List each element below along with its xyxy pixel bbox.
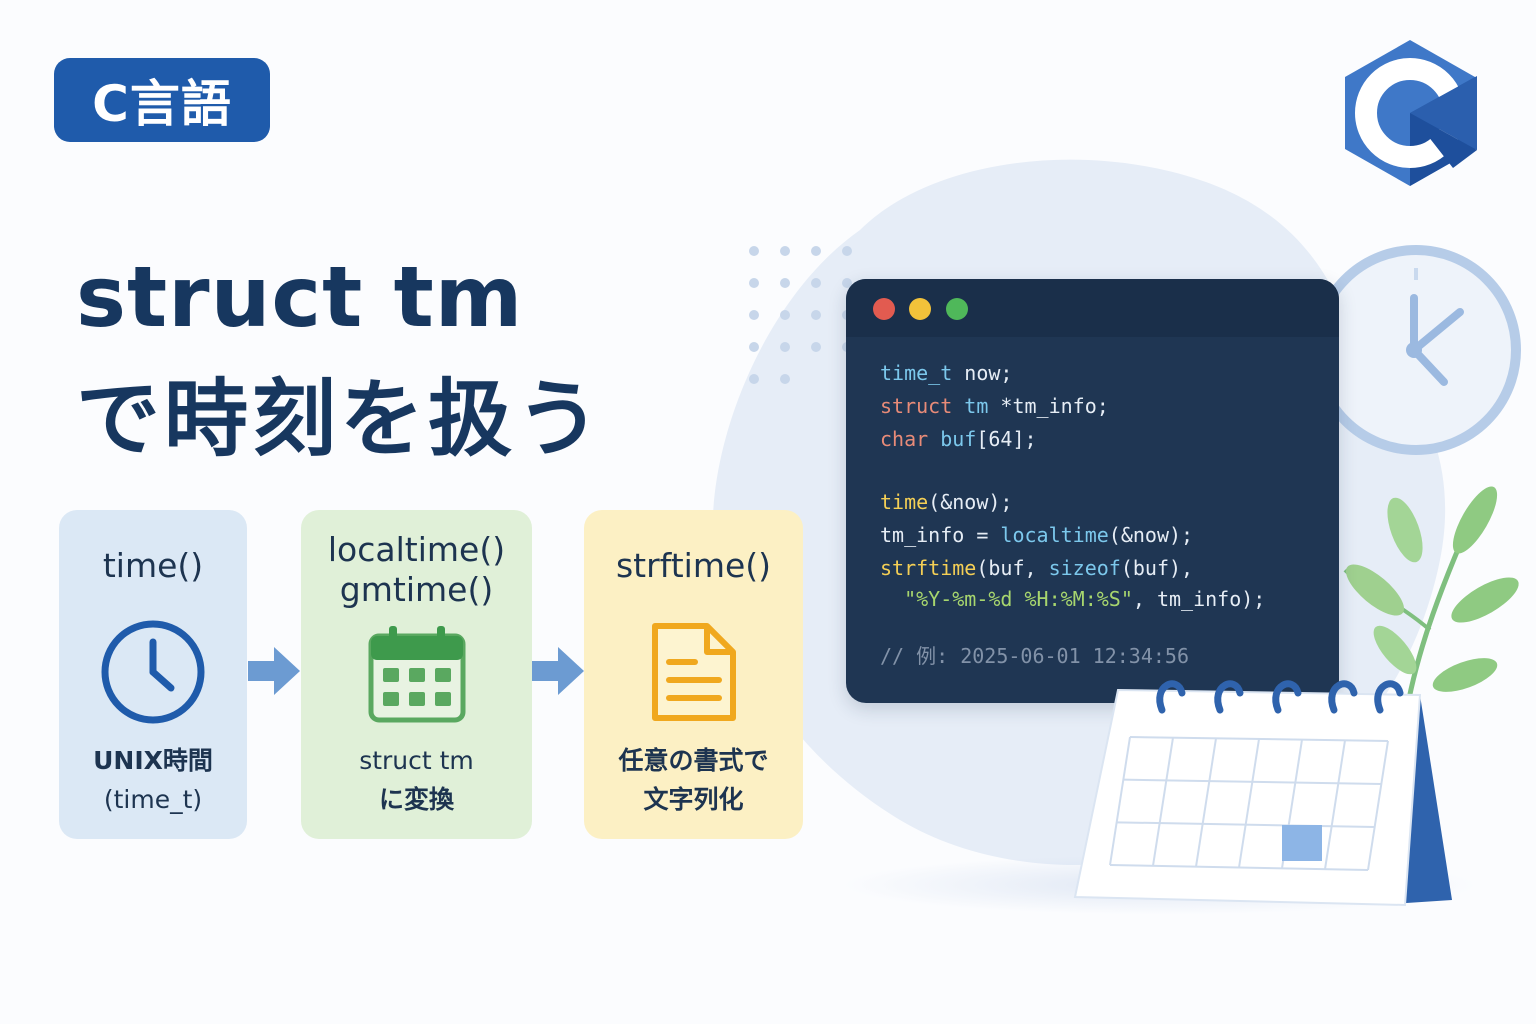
- code-token: (&now);: [928, 490, 1013, 514]
- arrow-right-icon: [248, 647, 300, 695]
- function-label: time(): [102, 546, 204, 585]
- code-window-titlebar: [846, 279, 1339, 337]
- code-line: "%Y-%m-%d %H:%M:%S", tm_info);: [880, 586, 1265, 612]
- flow-step-time: time() UNIX時間 (time_t): [59, 510, 247, 839]
- code-window: time_t now; struct tm *tm_info;char buf[6…: [846, 279, 1339, 703]
- code-token: tm: [952, 394, 989, 418]
- code-token: strftime: [880, 556, 977, 580]
- code-line: strftime(buf, sizeof(buf),: [880, 555, 1193, 581]
- code-token: // 例: 2025-06-01 12:34:56: [880, 644, 1189, 668]
- code-token: (buf),: [1120, 556, 1194, 580]
- step-description-line1: 任意の書式で: [618, 746, 769, 775]
- step-description-line2: 文字列化: [643, 785, 744, 814]
- desk-calendar-icon: [1073, 680, 1452, 907]
- language-badge: C言語: [54, 58, 270, 142]
- code-token: tm_info =: [880, 523, 1001, 547]
- step-description-line1: struct tm: [359, 746, 474, 775]
- code-token: (&now);: [1108, 523, 1194, 547]
- code-token: time_t: [880, 361, 953, 385]
- page-title-line2: で時刻を扱う: [76, 370, 605, 468]
- code-token: [64];: [976, 427, 1037, 451]
- c-language-logo-icon: [1345, 40, 1477, 186]
- document-icon: [652, 623, 736, 721]
- code-line: // 例: 2025-06-01 12:34:56: [880, 643, 1189, 669]
- code-token: "%Y-%m-%d %H:%M:%S": [880, 587, 1133, 611]
- close-dot-icon: [873, 298, 895, 320]
- code-token: *tm_info;: [988, 394, 1109, 418]
- step-description-line2: (time_t): [103, 785, 203, 814]
- flow-step-strftime: strftime() 任意の書式で 文字列化: [584, 510, 803, 839]
- flow-step-localtime: localtime() gmtime() struct tm に変換: [301, 510, 532, 839]
- code-token: localtime: [1000, 523, 1109, 547]
- maximize-dot-icon: [946, 298, 968, 320]
- code-token: sizeof: [1048, 556, 1121, 580]
- wall-clock-icon: [1320, 245, 1521, 455]
- clock-icon: [101, 620, 205, 724]
- function-label: localtime(): [327, 530, 506, 569]
- code-line: char buf[64];: [880, 426, 1037, 452]
- minimize-dot-icon: [909, 298, 931, 320]
- code-token: char: [880, 427, 929, 451]
- function-label: strftime(): [615, 546, 772, 585]
- code-token: time: [880, 490, 929, 514]
- code-token: buf: [928, 427, 977, 451]
- arrow-right-icon: [532, 647, 584, 695]
- code-token: , tm_info);: [1132, 587, 1266, 611]
- function-label: gmtime(): [339, 570, 494, 609]
- language-badge-label: C言語: [92, 75, 232, 133]
- calendar-icon: [368, 626, 466, 723]
- step-description-line2: に変換: [378, 785, 454, 814]
- page-title-line1: struct tm: [76, 248, 524, 346]
- code-line: struct tm *tm_info;: [880, 393, 1109, 419]
- plant-icon: [1343, 486, 1519, 720]
- code-token: (buf,: [976, 556, 1049, 580]
- code-token: struct: [880, 394, 953, 418]
- step-description-line1: UNIX時間: [93, 746, 213, 775]
- code-line: time(&now);: [880, 489, 1012, 515]
- code-token: now;: [952, 361, 1013, 385]
- code-line: tm_info = localtime(&now);: [880, 522, 1193, 548]
- code-line: time_t now;: [880, 360, 1012, 386]
